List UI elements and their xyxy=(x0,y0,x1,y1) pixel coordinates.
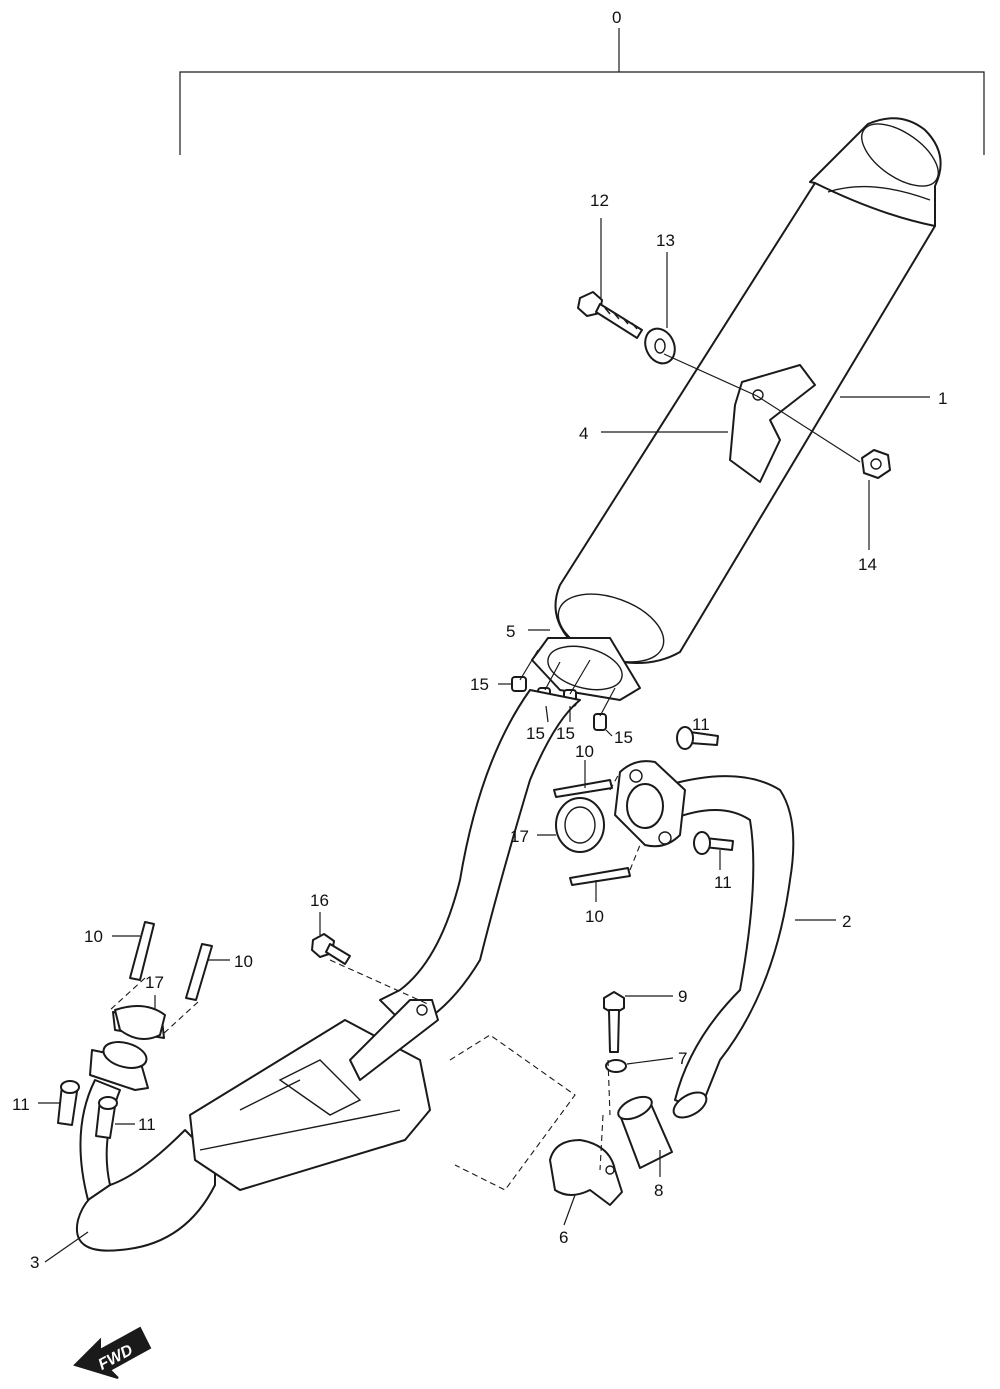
bolt-alignment-line xyxy=(663,353,861,463)
callout-12: 12 xyxy=(590,191,609,210)
callout-0: 0 xyxy=(612,8,621,27)
rear-header-flange xyxy=(614,760,686,848)
gasket-rear xyxy=(555,797,605,853)
front-exhaust-pipe xyxy=(75,689,581,1252)
flange-bolts xyxy=(57,726,734,1139)
muffler-bracket xyxy=(729,364,816,483)
callout-11-left: 11 xyxy=(12,1095,30,1114)
callout-1: 1 xyxy=(938,389,947,408)
bracket-bolt xyxy=(311,933,351,965)
assembly-dashed-lines xyxy=(109,771,641,1191)
callout-11-mid: 11 xyxy=(138,1115,156,1134)
assembly-bracket xyxy=(179,28,985,155)
pipe-clamp xyxy=(549,1139,623,1206)
callout-9: 9 xyxy=(678,987,687,1006)
mount-bolt xyxy=(577,291,643,339)
pre-chamber-bracket xyxy=(349,999,439,1081)
callout-15-a: 15 xyxy=(470,675,489,694)
callout-4: 4 xyxy=(579,424,588,443)
callout-7: 7 xyxy=(678,1049,687,1068)
header-flange-left xyxy=(89,1041,149,1091)
callout-10-upper: 10 xyxy=(575,742,594,761)
callout-3: 3 xyxy=(30,1253,39,1272)
callout-14: 14 xyxy=(858,555,877,574)
clamp-bolt xyxy=(603,991,625,1053)
callout-11-lower: 11 xyxy=(714,873,732,892)
callout-17-right: 17 xyxy=(510,827,529,846)
callout-5: 5 xyxy=(506,622,515,641)
callout-10-left: 10 xyxy=(84,927,103,946)
connecting-sleeve xyxy=(617,1095,673,1169)
studs xyxy=(129,779,631,1001)
callout-16: 16 xyxy=(310,891,329,910)
mount-washer xyxy=(644,327,676,365)
gasket-front xyxy=(114,1005,166,1040)
mount-nut xyxy=(861,449,891,479)
rear-exhaust-pipe xyxy=(667,775,795,1119)
callout-15-d: 15 xyxy=(614,728,633,747)
bracket-bolt-hole xyxy=(416,1004,428,1016)
callout-10-lower: 10 xyxy=(585,907,604,926)
callout-15-c: 15 xyxy=(556,724,575,743)
callout-15-b: 15 xyxy=(526,724,545,743)
callout-6: 6 xyxy=(559,1228,568,1247)
muffler-gasket xyxy=(531,637,641,701)
callout-17-left: 17 xyxy=(145,973,164,992)
fwd-arrow-marker: FWD xyxy=(73,1326,152,1379)
callout-2: 2 xyxy=(842,912,851,931)
callout-8: 8 xyxy=(654,1181,663,1200)
callout-13: 13 xyxy=(656,231,675,250)
callout-leaders xyxy=(38,218,930,1263)
bracket-hole xyxy=(752,389,764,401)
callout-labels: 0 1 2 3 4 5 6 7 8 9 10 10 10 10 11 11 11… xyxy=(12,8,947,1272)
clamp-washer xyxy=(605,1059,627,1073)
callout-10-mid: 10 xyxy=(234,952,253,971)
callout-11-upper: 11 xyxy=(692,715,710,734)
